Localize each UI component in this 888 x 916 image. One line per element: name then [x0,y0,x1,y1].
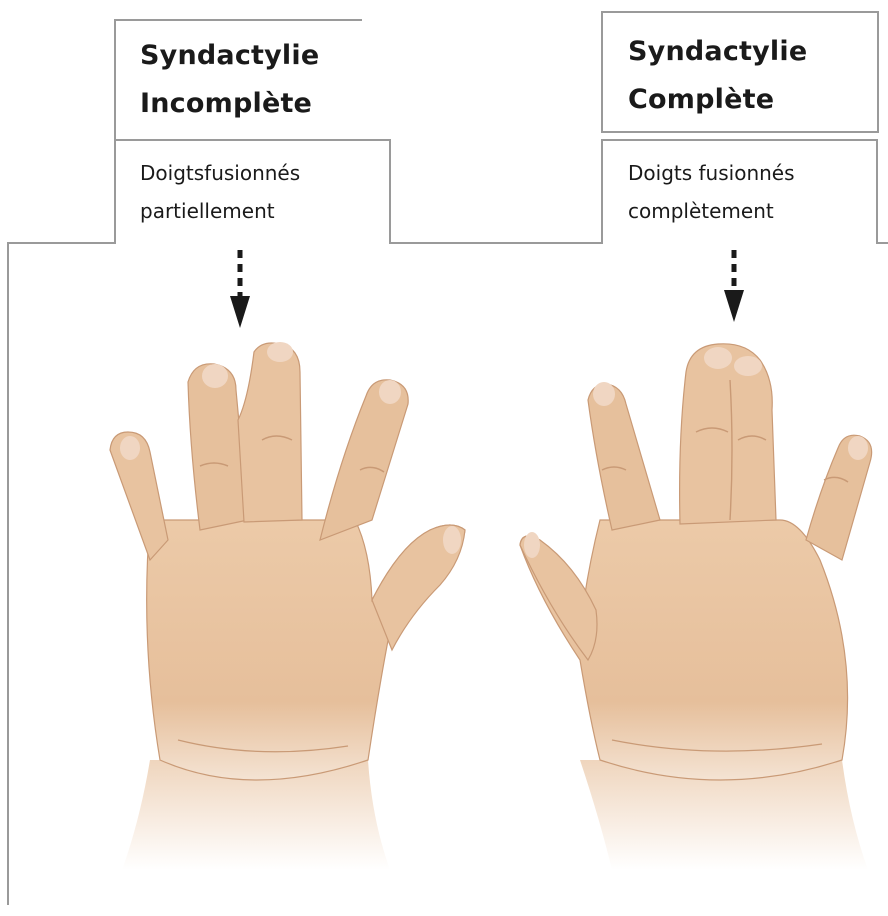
arrow-right [724,250,744,322]
left-title: Syndactylie Incomplète [140,32,319,128]
left-title-line1: Syndactylie [140,32,319,80]
right-hand-illustration [520,344,872,870]
left-hand-illustration [110,342,465,870]
right-title: Syndactylie Complète [628,28,807,124]
right-desc-line1: Doigts fusionnés [628,154,795,192]
arrow-left [230,250,250,328]
right-title-line1: Syndactylie [628,28,807,76]
right-description: Doigts fusionnés complètement [628,154,795,230]
left-description: Doigtsfusionnés partiellement [140,154,300,230]
left-desc-line1: Doigtsfusionnés [140,154,300,192]
right-title-line2: Complète [628,76,807,124]
left-title-line2: Incomplète [140,80,319,128]
right-desc-line2: complètement [628,192,795,230]
left-desc-line2: partiellement [140,192,300,230]
